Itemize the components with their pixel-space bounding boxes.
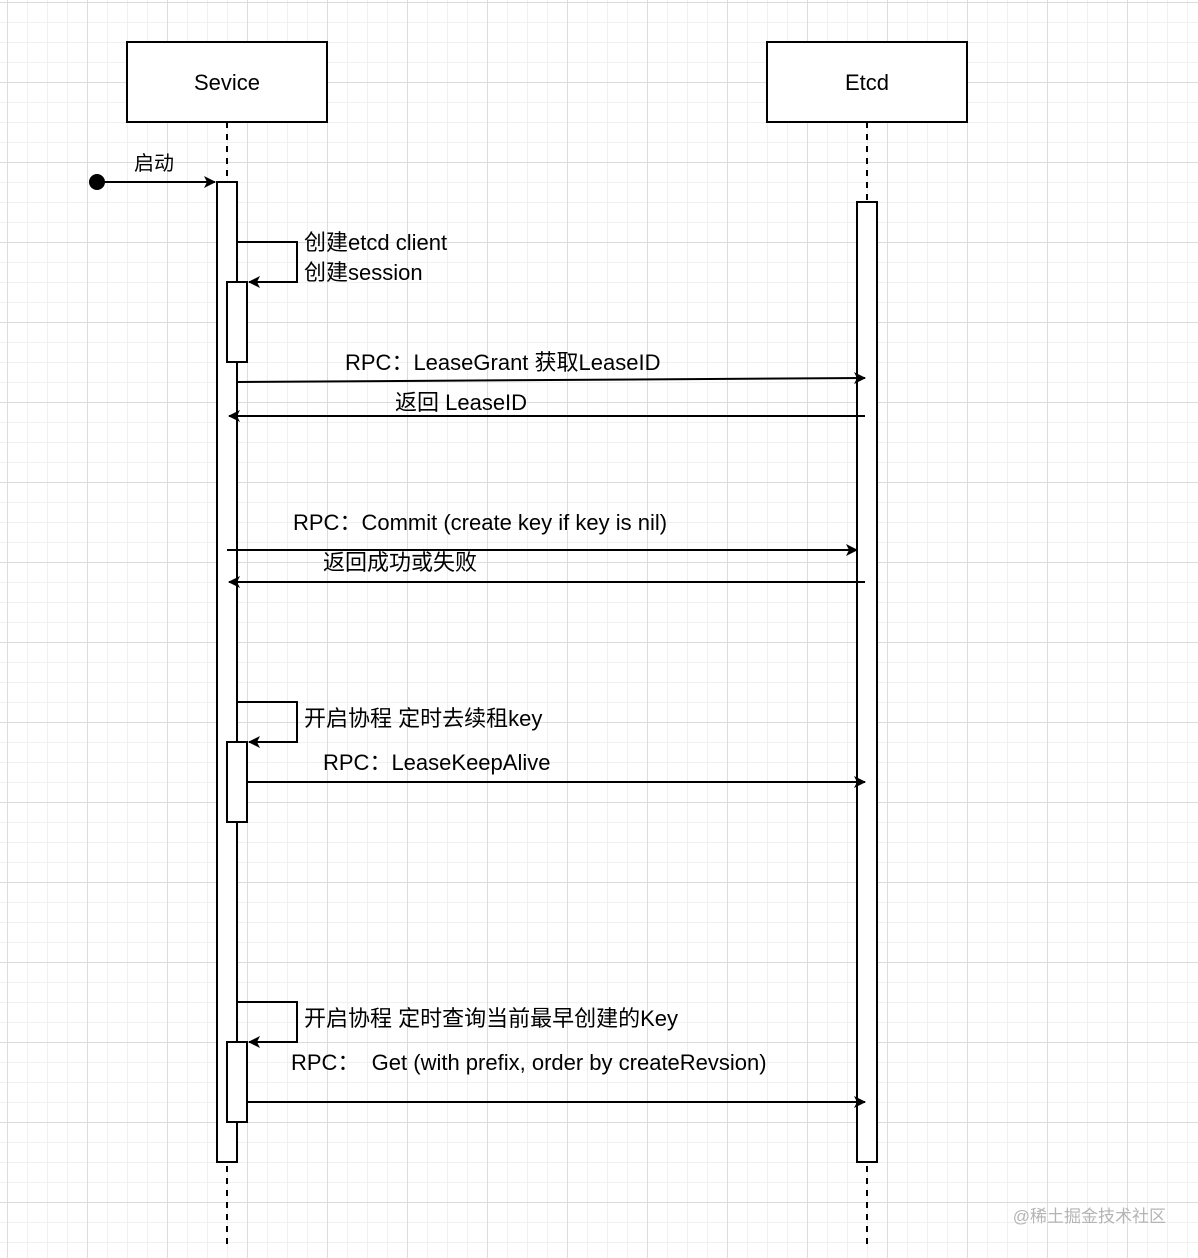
keepalive-activation[interactable] bbox=[226, 741, 248, 823]
service-participant[interactable]: Sevice bbox=[126, 41, 328, 123]
commit-label: RPC：Commit (create key if key is nil) bbox=[293, 510, 667, 535]
lease-grant-label: RPC：LeaseGrant 获取LeaseID bbox=[345, 350, 660, 375]
etcd-participant[interactable]: Etcd bbox=[766, 41, 968, 123]
session-activation[interactable] bbox=[226, 281, 248, 363]
create-session-self-arrow[interactable] bbox=[237, 241, 298, 288]
service-activation[interactable] bbox=[216, 181, 238, 1163]
lease-grant-arrow[interactable] bbox=[236, 372, 866, 385]
create-session-label: 创建session bbox=[304, 260, 423, 285]
get-prefix-label: RPC： Get (with prefix, order by createRe… bbox=[291, 1050, 767, 1075]
keepalive-coroutine-label: 开启协程 定时去续租key bbox=[304, 706, 542, 731]
return-result-label: 返回成功或失败 bbox=[323, 550, 477, 575]
etcd-participant-label: Etcd bbox=[845, 70, 889, 95]
create-client-label: 创建etcd client bbox=[304, 230, 447, 255]
query-activation[interactable] bbox=[226, 1041, 248, 1123]
query-coroutine-label: 开启协程 定时查询当前最早创建的Key bbox=[304, 1006, 678, 1031]
etcd-activation[interactable] bbox=[856, 201, 878, 1163]
query-self-arrow[interactable] bbox=[237, 1001, 298, 1048]
watermark: @稀土掘金技术社区 bbox=[1013, 1207, 1166, 1226]
service-participant-label: Sevice bbox=[194, 70, 260, 95]
keepalive-self-arrow[interactable] bbox=[237, 701, 298, 748]
return-lease-id-label: 返回 LeaseID bbox=[395, 390, 527, 415]
start-label: 启动 bbox=[134, 152, 174, 175]
lease-keepalive-label: RPC：LeaseKeepAlive bbox=[323, 750, 550, 775]
